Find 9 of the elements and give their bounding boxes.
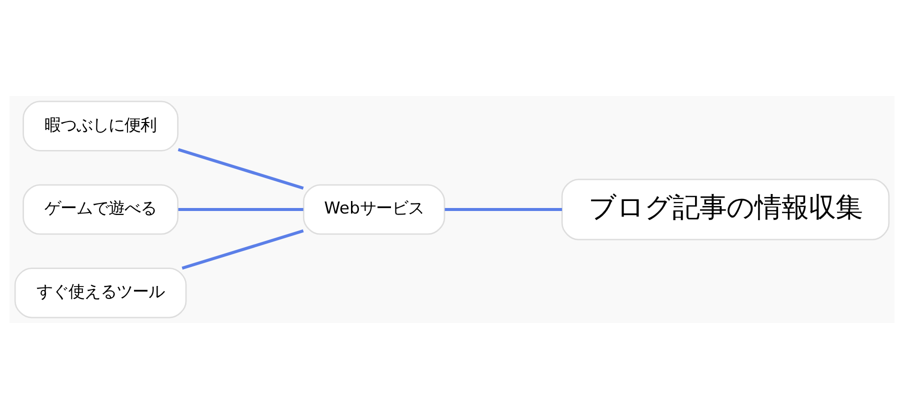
connector [444, 208, 562, 211]
node-box: ブログ記事の情報収集 [561, 178, 890, 240]
connector [178, 208, 304, 211]
node-box: ゲームで遊べる [22, 184, 178, 235]
connector [182, 229, 304, 270]
node-box: Webサービス [302, 184, 446, 235]
connector [178, 148, 304, 190]
node-box: 暇つぶしに便利 [22, 100, 178, 152]
node-box: すぐ使えるツール [14, 268, 187, 318]
